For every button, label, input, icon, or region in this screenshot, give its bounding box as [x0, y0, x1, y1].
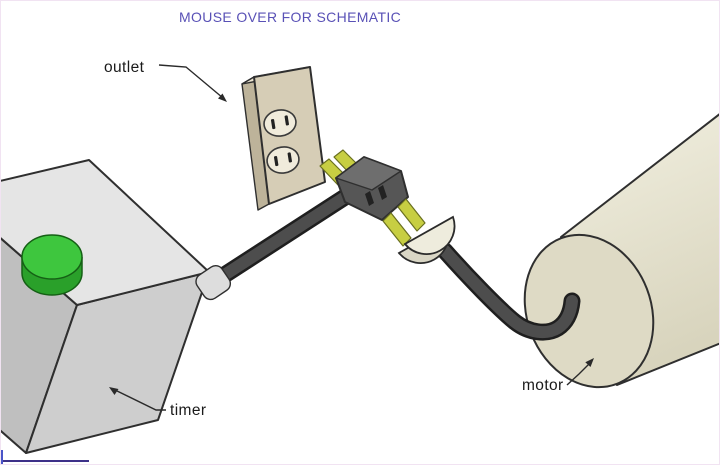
motor-plug-body — [403, 215, 456, 255]
plug-socket-slot — [365, 191, 374, 206]
button-top — [21, 234, 83, 280]
mouseover-hint-text: MOUSE OVER FOR SCHEMATIC — [179, 9, 402, 25]
timer-leader-line — [112, 388, 166, 411]
motor-label: motor — [522, 377, 564, 394]
callouts: outlet timer motor — [104, 59, 594, 419]
plug-prong — [397, 198, 426, 232]
timer-box[interactable] — [1, 159, 210, 454]
timer-power-cord — [195, 188, 354, 301]
cord-grommet — [195, 264, 232, 301]
timer-arrowhead — [109, 387, 119, 395]
timer-start-button[interactable] — [21, 234, 83, 296]
plug-socket-slot — [378, 185, 387, 200]
timer-plug[interactable] — [319, 149, 409, 221]
motor-cylinder[interactable] — [503, 113, 720, 406]
motor-leader-line — [566, 362, 591, 386]
outlet-leader-line — [158, 64, 224, 99]
outlet-socket-upper — [263, 109, 297, 137]
motor-power-cord — [436, 242, 581, 341]
wall-outlet[interactable] — [241, 66, 326, 211]
plug-prong — [382, 212, 412, 247]
frame-artifact-bottom-line — [1, 460, 89, 462]
frame-artifact-corner — [1, 450, 3, 464]
outlet-label: outlet — [104, 59, 145, 76]
plug-top-facet — [335, 156, 402, 191]
motor-plug[interactable] — [382, 198, 456, 264]
motor-arrowhead — [585, 358, 594, 367]
outlet-socket-lower — [266, 146, 300, 174]
timer-label: timer — [170, 402, 206, 419]
outlet-arrowhead — [218, 93, 227, 102]
